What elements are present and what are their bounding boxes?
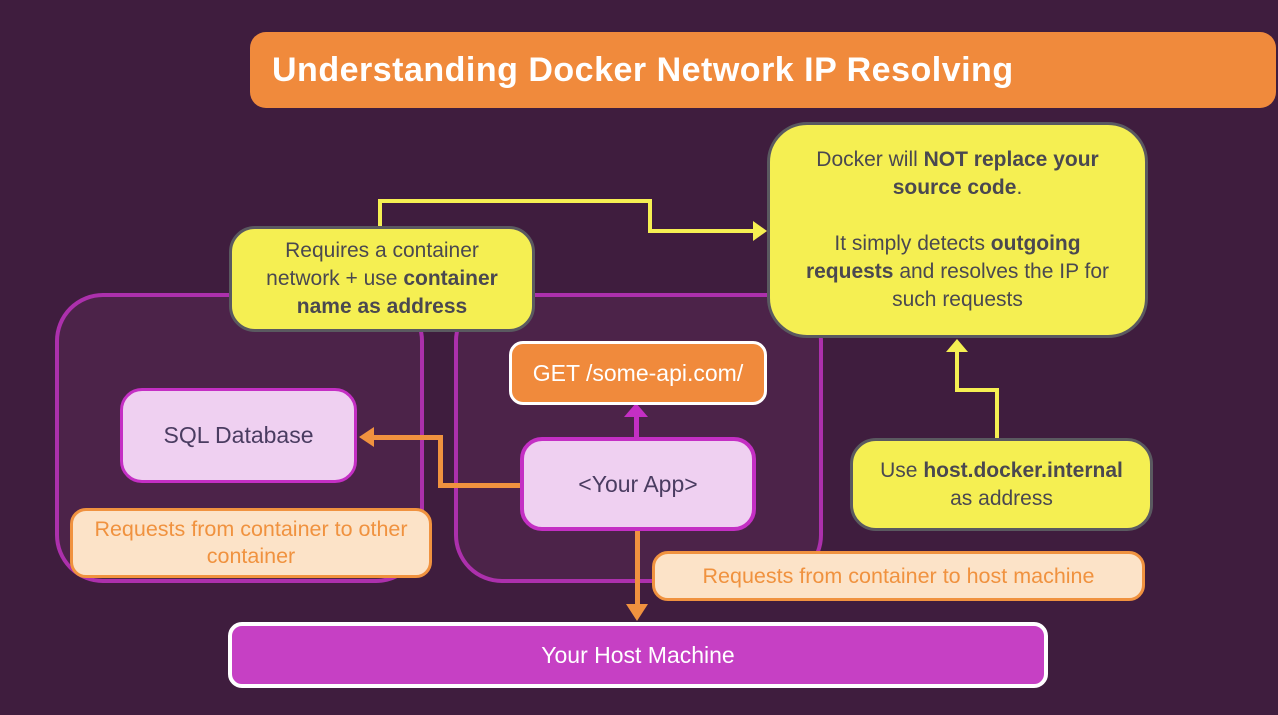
arrow-hostint-to-docker-stub: [995, 388, 999, 440]
arrow-app-to-sql-top: [374, 435, 443, 440]
arrow-requires-to-docker-head-icon: [753, 221, 767, 241]
arrow-app-to-host-line: [635, 531, 640, 604]
arrow-requires-to-docker-drop: [648, 199, 652, 231]
node-your-host-machine: Your Host Machine: [228, 622, 1048, 688]
note-requests-container-to-container: Requests from container to other contain…: [70, 508, 432, 578]
node-get-request-label: GET /some-api.com/: [532, 359, 744, 386]
note-host-docker-internal-text: Use host.docker.internal as address: [880, 458, 1123, 510]
node-get-request: GET /some-api.com/: [509, 341, 767, 405]
page-title: Understanding Docker Network IP Resolvin…: [272, 50, 1014, 89]
note-requires-container-network: Requires a container network + use conta…: [229, 226, 535, 332]
arrow-app-to-get-line: [634, 416, 639, 437]
arrow-app-to-sql-rise: [438, 435, 443, 488]
note-docker-paragraph-1: Docker will NOT replace your source code…: [816, 148, 1099, 199]
note-host-docker-internal: Use host.docker.internal as address: [850, 438, 1153, 531]
arrow-app-to-sql-head-icon: [359, 427, 374, 447]
note-requests-container-to-container-label: Requests from container to other contain…: [94, 517, 408, 568]
note-requests-container-to-host-label: Requests from container to host machine: [702, 563, 1095, 588]
arrow-app-to-get-head-icon: [624, 403, 648, 417]
note-docker-behavior: Docker will NOT replace your source code…: [767, 122, 1148, 338]
arrow-app-to-host-head-icon: [626, 604, 648, 621]
node-sql-database-label: SQL Database: [163, 422, 314, 448]
node-your-host-machine-label: Your Host Machine: [541, 641, 735, 668]
node-your-app: <Your App>: [520, 437, 756, 531]
note-requests-container-to-host: Requests from container to host machine: [652, 551, 1145, 601]
arrow-requires-to-docker-top: [378, 199, 652, 203]
arrow-app-to-sql-run: [438, 483, 520, 488]
arrow-requires-to-docker-stub: [378, 200, 382, 228]
node-sql-database: SQL Database: [120, 388, 357, 483]
note-docker-paragraph-2: It simply detects outgoing requests and …: [805, 232, 1110, 311]
arrow-hostint-to-docker-head-icon: [946, 339, 968, 352]
node-your-app-label: <Your App>: [578, 470, 698, 497]
arrow-hostint-to-docker-run: [955, 388, 999, 392]
arrow-hostint-to-docker-rise: [955, 351, 959, 392]
arrow-requires-to-docker-run: [648, 229, 754, 233]
title-banner: Understanding Docker Network IP Resolvin…: [250, 32, 1276, 108]
note-requires-text: Requires a container network + use conta…: [266, 239, 498, 318]
